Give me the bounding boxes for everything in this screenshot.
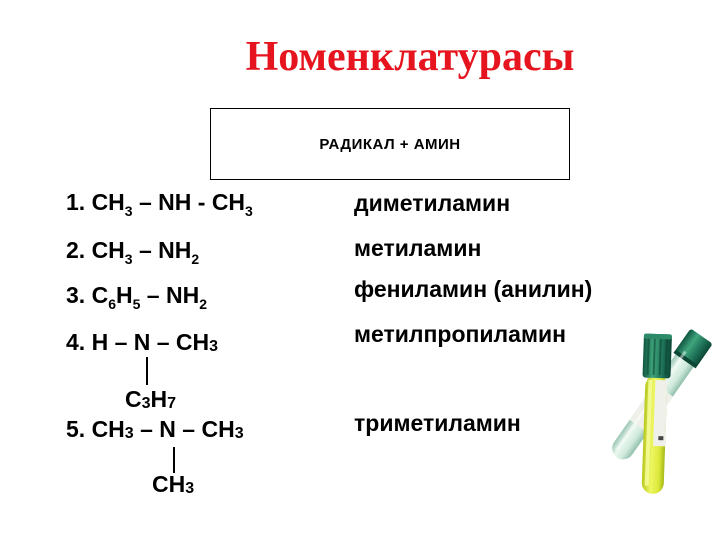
formula-1: 1. CH3 – NH - CH3: [66, 189, 253, 219]
amine-name-5: триметиламин: [354, 410, 521, 436]
slide-title: Номенклатурасы: [245, 34, 575, 80]
amine-name-4: метилпропиламин: [354, 321, 566, 347]
formula-5-branch: CH3: [152, 471, 195, 497]
formula-3: 3. C6H5 – NH2: [66, 282, 207, 312]
formula-5: 5. CH3 – N – CH3: [66, 416, 244, 442]
formula-4-branch: C3H7: [125, 386, 177, 412]
amine-name-2: метиламин: [354, 235, 482, 261]
amine-name-3: фениламин (анилин): [354, 276, 593, 302]
formula-2: 2. CH3 – NH2: [66, 237, 200, 267]
test-tubes-illustration: [612, 329, 712, 494]
tube-label: [653, 379, 668, 447]
header-box-label: РАДИКАЛ + АМИН: [319, 135, 461, 153]
header-box: РАДИКАЛ + АМИН: [210, 108, 570, 180]
bond-line-formula-5: [173, 447, 175, 473]
test-tube-vertical: [641, 333, 672, 494]
bond-line-formula-4: [146, 357, 148, 385]
amine-name-1: диметиламин: [354, 190, 511, 216]
tube-cap: [642, 333, 672, 379]
formula-4: 4. H – N – CH3: [66, 329, 219, 355]
